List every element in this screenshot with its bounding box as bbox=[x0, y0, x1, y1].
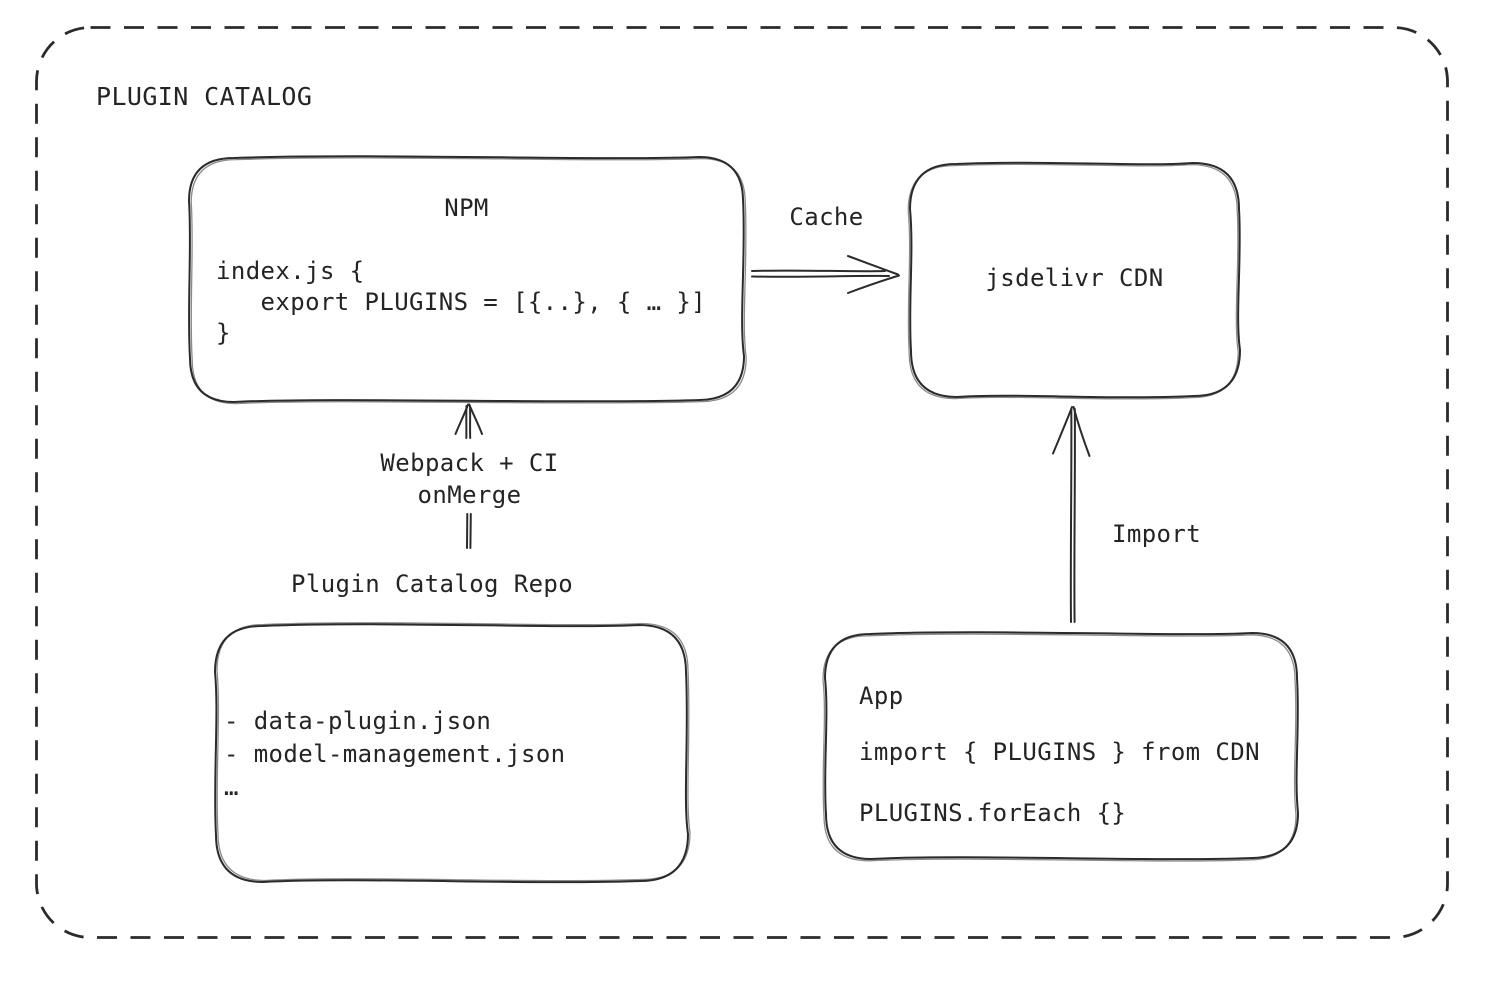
cache-arrow-shaft-top bbox=[751, 269, 886, 273]
import-arrowhead-left bbox=[1052, 406, 1073, 455]
diagram-title: PLUGIN CATALOG bbox=[96, 82, 313, 111]
import-arrow-label: Import bbox=[1112, 520, 1202, 548]
import-arrow-shaft-left bbox=[1069, 408, 1073, 623]
npm-node-title: NPM bbox=[444, 194, 489, 222]
repo-node-title: Plugin Catalog Repo bbox=[291, 570, 574, 598]
npm-node-code: index.js { export PLUGINS = [{..}, { … }… bbox=[216, 257, 707, 347]
catalog-boundary-dashed-frame bbox=[35, 26, 1449, 939]
import-arrowhead-right bbox=[1072, 406, 1091, 457]
repo-node-file-list: - data-plugin.json - model-management.js… bbox=[224, 707, 566, 801]
cache-arrow bbox=[751, 255, 900, 294]
app-node-outline bbox=[823, 631, 1300, 861]
app-node-title: App bbox=[859, 682, 904, 710]
cdn-node-label: jsdelivr CDN bbox=[985, 264, 1164, 292]
cdn-node-outline bbox=[908, 161, 1242, 399]
app-node-shape bbox=[822, 631, 1300, 862]
cache-arrow-shaft-bottom bbox=[751, 274, 890, 278]
repo-node-outline bbox=[213, 623, 690, 884]
app-node-foreach-line: PLUGINS.forEach {} bbox=[859, 799, 1127, 827]
npm-node-outline bbox=[187, 155, 746, 404]
repo-node-shape bbox=[213, 621, 691, 884]
build-arrow-label: Webpack + CI onMerge bbox=[380, 449, 559, 509]
npm-node-shape bbox=[187, 155, 748, 405]
cache-arrowhead-upper bbox=[847, 255, 899, 276]
cache-arrow-label: Cache bbox=[789, 203, 864, 231]
build-arrow bbox=[454, 403, 483, 439]
build-connector-line bbox=[466, 513, 472, 549]
build-arrowhead-left bbox=[454, 403, 469, 435]
import-arrow bbox=[1052, 406, 1091, 623]
cdn-node-shape bbox=[907, 161, 1242, 400]
import-arrow-shaft-right bbox=[1073, 408, 1076, 623]
cache-arrowhead-lower bbox=[847, 274, 900, 294]
app-node-import-line: import { PLUGINS } from CDN bbox=[859, 738, 1260, 766]
build-arrowhead-right bbox=[468, 403, 483, 435]
